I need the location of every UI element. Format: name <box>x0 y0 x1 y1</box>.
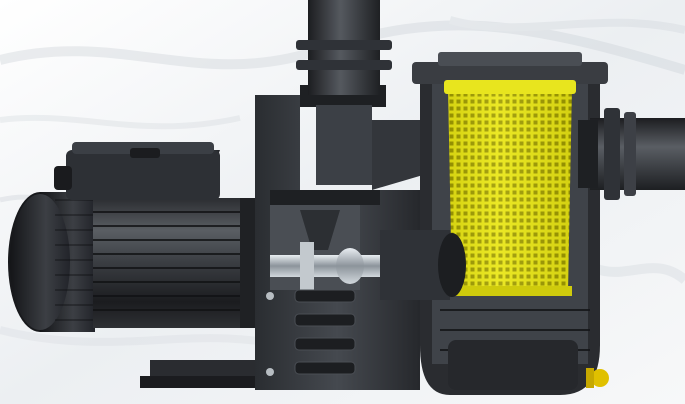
motor-body <box>93 198 258 328</box>
strainer-lid <box>412 62 608 84</box>
strainer-pot <box>412 52 609 395</box>
discharge-pipe <box>296 0 440 190</box>
impeller-hub <box>336 248 364 284</box>
motor-end-cap <box>8 192 95 332</box>
inlet-pipe <box>578 108 685 200</box>
cable-gland <box>54 166 72 190</box>
terminal-box <box>54 142 220 200</box>
pump-housing <box>255 95 420 390</box>
suction-channel <box>380 230 466 300</box>
strainer-basket <box>444 80 576 296</box>
drain-plug <box>591 369 609 387</box>
